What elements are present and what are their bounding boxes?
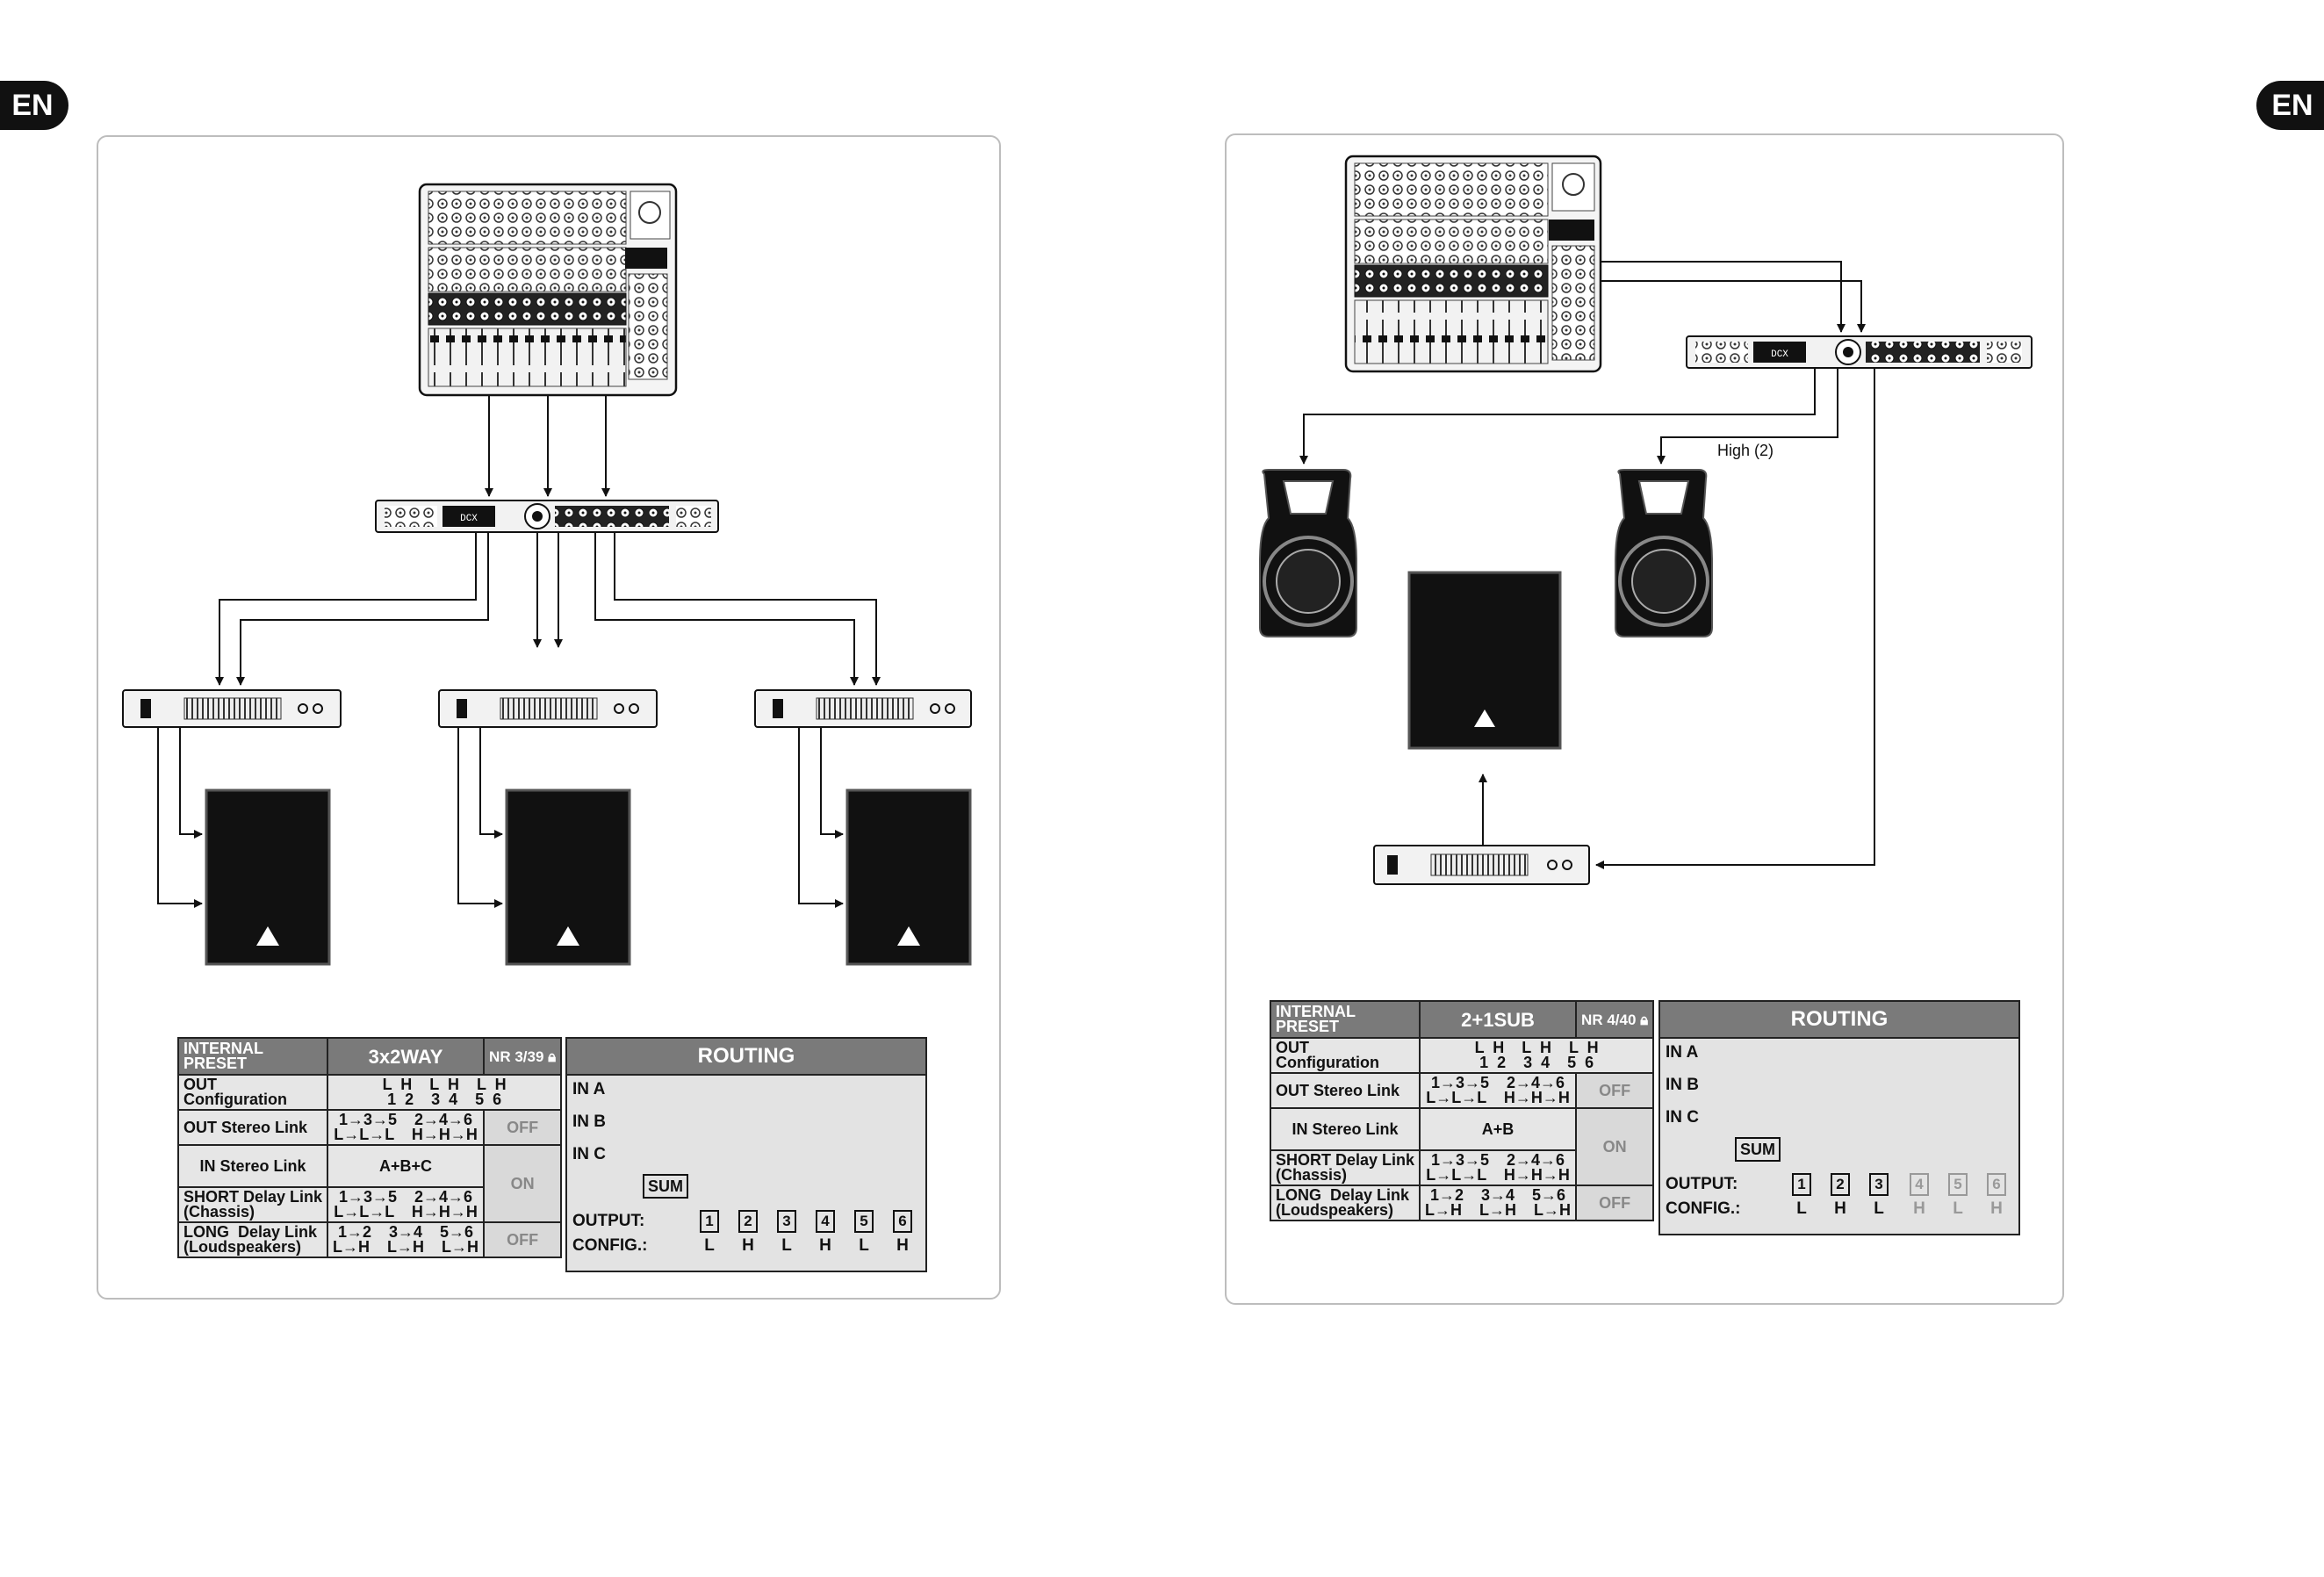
config-value-2: H	[742, 1236, 754, 1255]
output-box-4: 4	[816, 1210, 835, 1233]
config-value-5: L	[1953, 1199, 1963, 1218]
row-value: 1→3→5 2→4→6 L→L→L H→H→H	[327, 1109, 486, 1146]
config-value-4: H	[819, 1236, 831, 1255]
lock-icon: 🔒︎	[1640, 1011, 1649, 1028]
speaker-cabinet-left-2	[505, 788, 631, 966]
config-value-1: L	[704, 1236, 715, 1255]
routing-title: ROUTING	[567, 1039, 925, 1076]
row-label: OUT Stereo Link	[1269, 1072, 1421, 1109]
row-label: LONG Delay Link (Loudspeakers)	[1269, 1185, 1421, 1221]
amplifier-left-2	[438, 689, 658, 728]
input-label-a: IN A	[1666, 1043, 1699, 1062]
preset-number: NR 4/40 🔒︎	[1575, 1000, 1655, 1039]
row-value: 1→2 3→4 5→6 L→H L→H L→H	[327, 1221, 486, 1258]
row-value: L H L H L H 1 2 3 4 5 6	[327, 1074, 563, 1111]
row-label: OUT Configuration	[176, 1074, 329, 1111]
speaker-cabinet-left-3	[845, 788, 972, 966]
row-state: OFF	[1575, 1072, 1655, 1109]
row-label: SHORT Delay Link (Chassis)	[176, 1186, 329, 1223]
output-box-2: 2	[738, 1210, 758, 1233]
high-output-caption: High (2)	[1717, 442, 1774, 459]
output-box-1: 1	[1792, 1173, 1811, 1196]
row-state: ON	[1575, 1107, 1655, 1186]
preset-name: 3x2WAY	[327, 1037, 486, 1076]
output-box-1: 1	[700, 1210, 719, 1233]
input-label-a: IN A	[572, 1080, 606, 1098]
config-label: CONFIG.:	[1666, 1199, 1741, 1218]
output-box-6: 6	[893, 1210, 912, 1233]
preset-table-left: INTERNAL PRESET 3x2WAY NR 3/39 🔒︎ OUT Co…	[176, 1037, 563, 1258]
row-value: A+B+C	[327, 1144, 486, 1188]
row-label: IN Stereo Link	[176, 1144, 329, 1188]
mixer-right	[1344, 155, 1602, 373]
routing-box-right: ROUTING	[1658, 1000, 2020, 1235]
row-label: IN Stereo Link	[1269, 1107, 1421, 1151]
output-box-3: 3	[1869, 1173, 1889, 1196]
output-box-2: 2	[1831, 1173, 1850, 1196]
preset-table-right: INTERNAL PRESET 2+1SUB NR 4/40 🔒︎ OUT Co…	[1269, 1000, 1655, 1221]
dsp-crossover-left: DCX	[375, 500, 719, 533]
row-state: OFF	[483, 1109, 563, 1146]
subwoofer-cabinet	[1407, 571, 1562, 750]
full-range-speaker-left	[1259, 469, 1357, 637]
lock-icon: 🔒︎	[548, 1048, 557, 1065]
row-value: 1→3→5 2→4→6 L→L→L H→H→H	[1419, 1072, 1578, 1109]
amplifier-right-sub	[1373, 845, 1590, 885]
output-label: OUTPUT:	[1666, 1175, 1738, 1193]
sum-box: SUM	[1735, 1137, 1781, 1162]
row-state: OFF	[1575, 1185, 1655, 1221]
config-value-2: H	[1834, 1199, 1846, 1218]
preset-header-label: INTERNAL PRESET	[1269, 1000, 1421, 1039]
output-box-3: 3	[777, 1210, 796, 1233]
amplifier-left-1	[122, 689, 342, 728]
config-value-4: H	[1913, 1199, 1925, 1218]
row-label: LONG Delay Link (Loudspeakers)	[176, 1221, 329, 1258]
output-box-5: 5	[854, 1210, 874, 1233]
preset-name: 2+1SUB	[1419, 1000, 1578, 1039]
row-value: A+B	[1419, 1107, 1578, 1151]
mixer-left	[418, 183, 678, 397]
input-label-b: IN B	[572, 1113, 606, 1131]
row-state: OFF	[483, 1221, 563, 1258]
preset-header-label: INTERNAL PRESET	[176, 1037, 329, 1076]
config-value-3: L	[781, 1236, 792, 1255]
input-label-c: IN C	[1666, 1108, 1699, 1127]
row-value: L H L H L H 1 2 3 4 5 6	[1419, 1037, 1655, 1074]
config-label: CONFIG.:	[572, 1236, 648, 1255]
output-box-4: 4	[1910, 1173, 1929, 1196]
row-label: OUT Stereo Link	[176, 1109, 329, 1146]
row-value: 1→3→5 2→4→6 L→L→L H→H→H	[327, 1186, 486, 1223]
row-value: 1→3→5 2→4→6 L→L→L H→H→H	[1419, 1149, 1578, 1186]
config-value-5: L	[859, 1236, 869, 1255]
language-badge-right: EN	[2256, 81, 2324, 130]
row-label: OUT Configuration	[1269, 1037, 1421, 1074]
row-value: 1→2 3→4 5→6 L→H L→H L→H	[1419, 1185, 1578, 1221]
config-value-1: L	[1796, 1199, 1807, 1218]
row-state: ON	[483, 1144, 563, 1223]
config-value-3: L	[1874, 1199, 1884, 1218]
routing-title: ROUTING	[1660, 1002, 2018, 1039]
language-badge-left: EN	[0, 81, 68, 130]
config-value-6: H	[896, 1236, 909, 1255]
input-label-b: IN B	[1666, 1076, 1699, 1094]
output-box-5: 5	[1948, 1173, 1968, 1196]
input-label-c: IN C	[572, 1145, 606, 1163]
output-box-6: 6	[1987, 1173, 2006, 1196]
speaker-cabinet-left-1	[205, 788, 331, 966]
row-label: SHORT Delay Link (Chassis)	[1269, 1149, 1421, 1186]
preset-number: NR 3/39 🔒︎	[483, 1037, 563, 1076]
amplifier-left-3	[754, 689, 972, 728]
output-label: OUTPUT:	[572, 1212, 645, 1230]
dsp-crossover-right: DCX	[1686, 335, 2033, 369]
svg-text:DCX: DCX	[1771, 349, 1788, 360]
svg-text:DCX: DCX	[460, 514, 478, 524]
routing-box-left: ROUTING	[565, 1037, 927, 1272]
full-range-speaker-right	[1615, 469, 1713, 637]
config-value-6: H	[1990, 1199, 2003, 1218]
sum-box: SUM	[643, 1174, 688, 1199]
